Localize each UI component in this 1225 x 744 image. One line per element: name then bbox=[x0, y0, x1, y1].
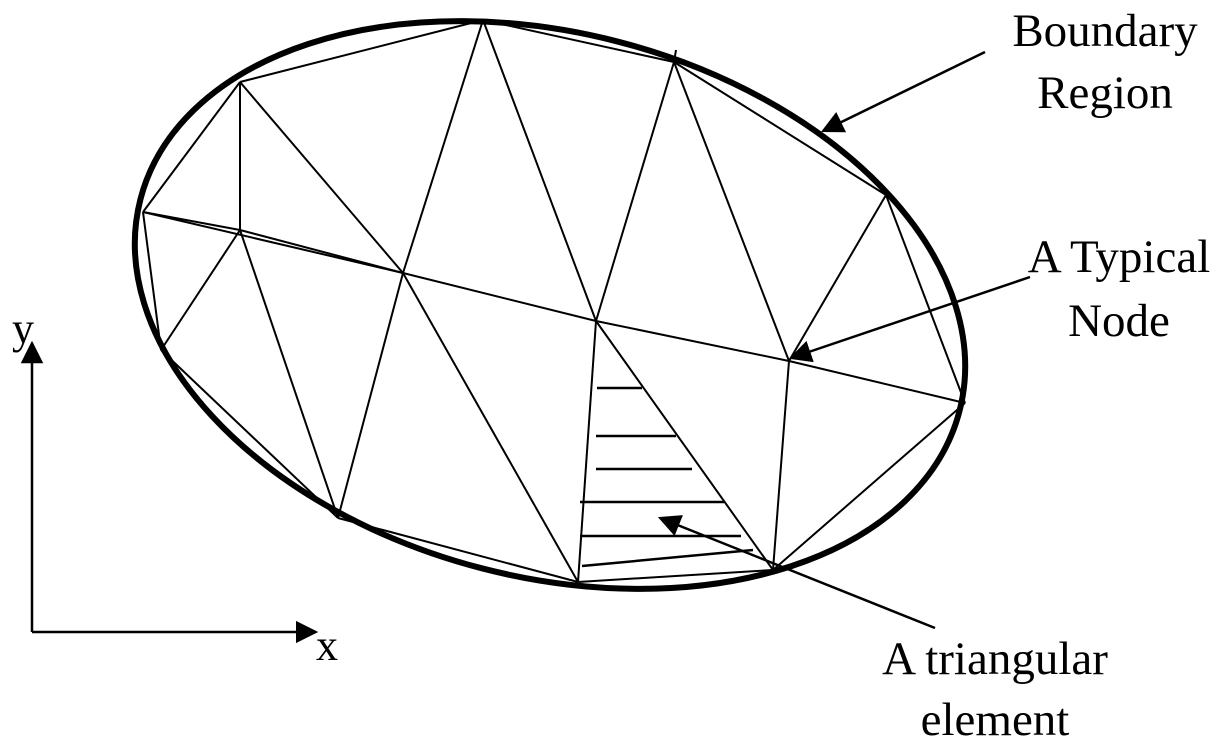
y-axis-label: y bbox=[12, 304, 34, 353]
mesh-edge bbox=[160, 349, 339, 519]
mesh-edge bbox=[142, 211, 404, 274]
triangular-element-arrow bbox=[657, 515, 936, 630]
mesh-edge bbox=[142, 81, 241, 213]
mesh-edge bbox=[337, 517, 579, 583]
x-axis-label: x bbox=[316, 621, 338, 670]
mesh-edge bbox=[239, 229, 339, 519]
typical-node-label-line2: Node bbox=[1068, 295, 1170, 347]
mesh-edge bbox=[142, 211, 162, 351]
triangular-element-label-line2: element bbox=[921, 694, 1070, 744]
mesh-edge bbox=[577, 320, 597, 583]
mesh-edge bbox=[577, 569, 774, 583]
mesh-edge bbox=[482, 19, 597, 322]
element-hatching bbox=[580, 386, 754, 568]
mesh-edge bbox=[595, 320, 774, 571]
boundary-region-label-line2: Region bbox=[1037, 67, 1173, 119]
boundary-region-label-line1: Boundary bbox=[1012, 5, 1198, 57]
callout-arrows bbox=[657, 50, 1031, 630]
mesh-edge bbox=[788, 194, 887, 362]
mesh-edge bbox=[482, 19, 675, 63]
mesh-edge bbox=[772, 402, 966, 571]
typical-node-label-line1: A Typical bbox=[1028, 231, 1211, 283]
mesh-edge bbox=[885, 194, 966, 404]
mesh-edge bbox=[239, 81, 404, 274]
mesh-edge bbox=[595, 320, 790, 362]
mesh-edge bbox=[402, 272, 579, 583]
coordinate-axes bbox=[20, 340, 319, 644]
mesh-edge bbox=[402, 272, 597, 322]
boundary-ellipse bbox=[131, 18, 969, 592]
mesh-edge bbox=[673, 61, 790, 362]
mesh-edge bbox=[595, 61, 675, 322]
mesh-edge bbox=[337, 272, 404, 519]
boundary-region-arrow bbox=[820, 50, 986, 133]
typical-node-arrow bbox=[788, 275, 1031, 363]
mesh-edge bbox=[788, 360, 966, 404]
mesh-edge bbox=[673, 61, 887, 196]
mesh-edge bbox=[160, 229, 241, 351]
mesh-edge bbox=[673, 49, 677, 63]
mesh-edge bbox=[772, 360, 790, 571]
mesh-edge bbox=[402, 19, 484, 274]
triangular-element-label-line1: A triangular bbox=[882, 633, 1108, 685]
mesh-edge bbox=[239, 19, 484, 83]
mesh-edges bbox=[142, 19, 966, 583]
